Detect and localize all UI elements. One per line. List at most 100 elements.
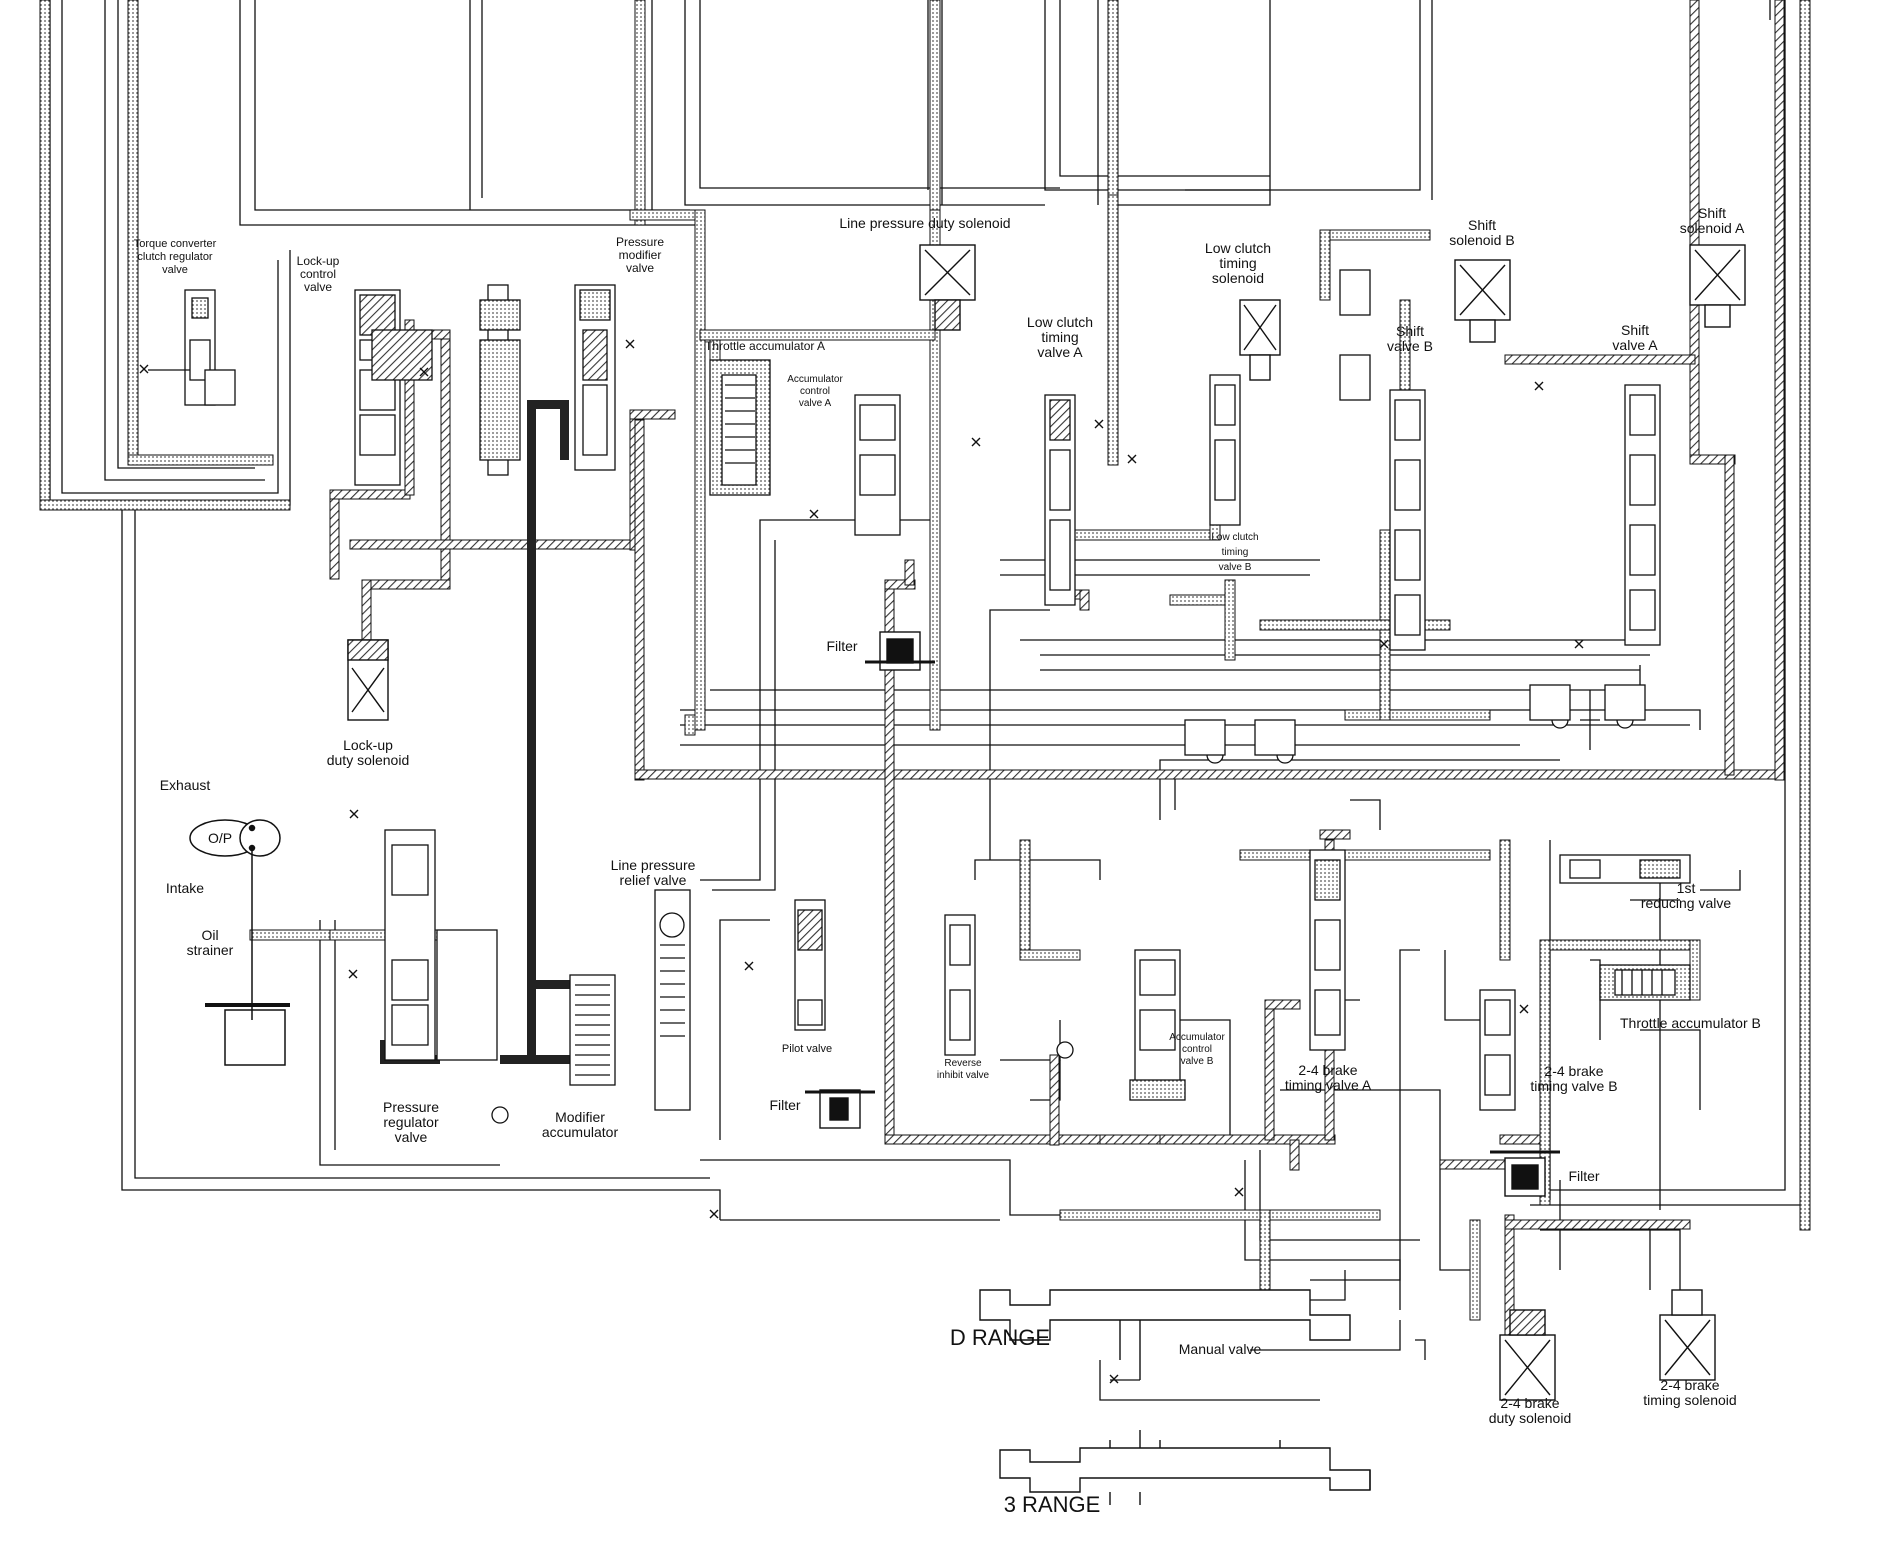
shift-valve-b [1389, 389, 1426, 651]
brake-duty-solenoid-label-1: 2-4 brake [1500, 1395, 1559, 1411]
brake-timing-a-label-2: timing valve A [1285, 1077, 1372, 1093]
line-relief-label-2: relief valve [620, 872, 687, 888]
dotted-passages [39, 0, 1811, 1321]
shift-solenoid-a-symbol [1689, 244, 1746, 328]
first-reducing-label-1: 1st [1677, 880, 1696, 896]
pressure-regulator-label-2: regulator [383, 1114, 439, 1130]
oil-pump-label: O/P [208, 830, 232, 846]
shift-valve-a-label-1: Shift [1621, 322, 1649, 338]
shift-solenoid-b-label-2: solenoid B [1449, 232, 1514, 248]
brake-timing-b-label-2: timing valve B [1530, 1078, 1617, 1094]
throttle-accumulator-a-label: Throttle accumulator A [705, 339, 825, 353]
lockup-duty-solenoid-symbol [347, 639, 389, 721]
pressure-modifier-label-2: modifier [619, 248, 662, 262]
shift-valve-a-label-2: valve A [1612, 337, 1658, 353]
throttle-accumulator-b [1599, 964, 1691, 1001]
brake-timing-a-label-1: 2-4 brake [1298, 1062, 1357, 1078]
reverse-inhibit-label-2: inhibit valve [937, 1070, 990, 1081]
pressure-modifier-label-3: valve [626, 261, 654, 275]
shift-valve-a [1624, 384, 1661, 646]
filter-symbol-1 [865, 631, 935, 671]
throttle-accumulator-b-label: Throttle accumulator B [1620, 1015, 1761, 1031]
low-clutch-timing-a-label-2: timing [1041, 329, 1078, 345]
pressure-regulator-label-1: Pressure [383, 1099, 439, 1115]
filter-label-1: Filter [826, 638, 857, 654]
oil-strainer-label-1: Oil [201, 927, 218, 943]
acc-control-b-label-2: control [1182, 1044, 1212, 1055]
low-clutch-timing-solenoid-symbol [1239, 299, 1281, 381]
line-pressure-passages [329, 0, 1786, 1356]
modifier-accumulator [569, 974, 616, 1086]
exhaust-marks [139, 339, 1584, 1384]
line-relief-label-1: Line pressure [611, 857, 696, 873]
shift-valve-b-label-1: Shift [1396, 323, 1424, 339]
component-labels: Torque converter clutch regulator valve … [134, 205, 1761, 1517]
manual-valve-3-range [999, 1430, 1371, 1505]
manual-valve-d-range [979, 1289, 1351, 1380]
line-pressure-relief-valve [654, 889, 691, 1111]
line-pressure-duty-solenoid-symbol [919, 244, 976, 331]
low-clutch-timing-b-label-1: Low clutch [1211, 532, 1258, 543]
low-clutch-timing-solenoid-label-2: timing [1219, 255, 1256, 271]
filter-label-3: Filter [1568, 1168, 1599, 1184]
pressure-regulator-valve [384, 829, 498, 1061]
exhaust-label: Exhaust [160, 777, 211, 793]
brake-timing-valve-a [1309, 849, 1346, 1051]
pressure-modifier-label-1: Pressure [616, 235, 664, 249]
first-reducing-valve [1559, 854, 1691, 884]
accumulator-control-valve-a [854, 394, 901, 536]
pilot-valve [794, 899, 826, 1031]
low-clutch-timing-b-label-2: timing [1222, 547, 1249, 558]
filter-symbol-3 [1490, 1150, 1560, 1197]
low-clutch-timing-b-label-3: valve B [1219, 562, 1252, 573]
shift-valve-b-label-2: valve B [1387, 338, 1433, 354]
d-range-label: D RANGE [950, 1325, 1050, 1350]
oil-pump-symbol [189, 819, 290, 1066]
line-pressure-duty-solenoid-label: Line pressure duty solenoid [839, 215, 1010, 231]
low-clutch-timing-solenoid-label-3: solenoid [1212, 270, 1264, 286]
low-clutch-timing-a-label-3: valve A [1037, 344, 1083, 360]
reverse-inhibit-label-1: Reverse [944, 1058, 982, 1069]
oil-strainer-label-2: strainer [187, 942, 234, 958]
filter-label-2: Filter [769, 1097, 800, 1113]
three-range-label: 3 RANGE [1004, 1492, 1101, 1517]
shift-solenoid-b-symbol [1454, 259, 1511, 343]
tcc-regulator-label-1: Torque converter [134, 238, 217, 250]
low-clutch-timing-valve-a [1044, 394, 1076, 606]
manual-valve-label: Manual valve [1179, 1341, 1262, 1357]
brake-timing-solenoid-label-2: timing solenoid [1643, 1392, 1736, 1408]
lockup-control-label-1: Lock-up [297, 254, 340, 268]
throttle-accumulator-a [709, 359, 771, 496]
low-clutch-timing-solenoid-label-1: Low clutch [1205, 240, 1271, 256]
shift-solenoid-a-label-1: Shift [1698, 205, 1726, 221]
acc-control-b-label-3: valve B [1181, 1056, 1214, 1067]
acc-control-a-label-3: valve A [799, 398, 832, 409]
reverse-inhibit-valve [944, 914, 976, 1056]
pressure-modifier-valve [479, 284, 616, 476]
shift-solenoid-b-label-1: Shift [1468, 217, 1496, 233]
pilot-valve-label: Pilot valve [782, 1043, 832, 1055]
brake-timing-valve-b [1479, 989, 1516, 1111]
low-clutch-timing-a-label-1: Low clutch [1027, 314, 1093, 330]
acc-control-a-label-2: control [800, 386, 830, 397]
lockup-duty-solenoid-label-1: Lock-up [343, 737, 393, 753]
tcc-regulator-label-2: clutch regulator [137, 251, 213, 263]
acc-control-b-label-1: Accumulator [1169, 1032, 1225, 1043]
accumulator-control-valve-b [1129, 949, 1186, 1101]
lockup-duty-solenoid-label-2: duty solenoid [327, 752, 410, 768]
intake-label: Intake [166, 880, 204, 896]
filter-symbol-2 [805, 1089, 875, 1129]
lockup-control-valve [354, 289, 433, 486]
modifier-accumulator-label-1: Modifier [555, 1109, 605, 1125]
brake-timing-solenoid-symbol [1659, 1289, 1716, 1381]
brake-duty-solenoid-symbol [1499, 1309, 1556, 1401]
lockup-control-label-2: control [300, 267, 336, 281]
low-clutch-timing-valve-b [1209, 374, 1241, 526]
brake-timing-solenoid-label-1: 2-4 brake [1660, 1377, 1719, 1393]
tcc-regulator-label-3: valve [162, 264, 188, 276]
shift-solenoid-a-label-2: solenoid A [1680, 220, 1745, 236]
acc-control-a-label-1: Accumulator [787, 374, 843, 385]
check-balls [491, 269, 1646, 1124]
